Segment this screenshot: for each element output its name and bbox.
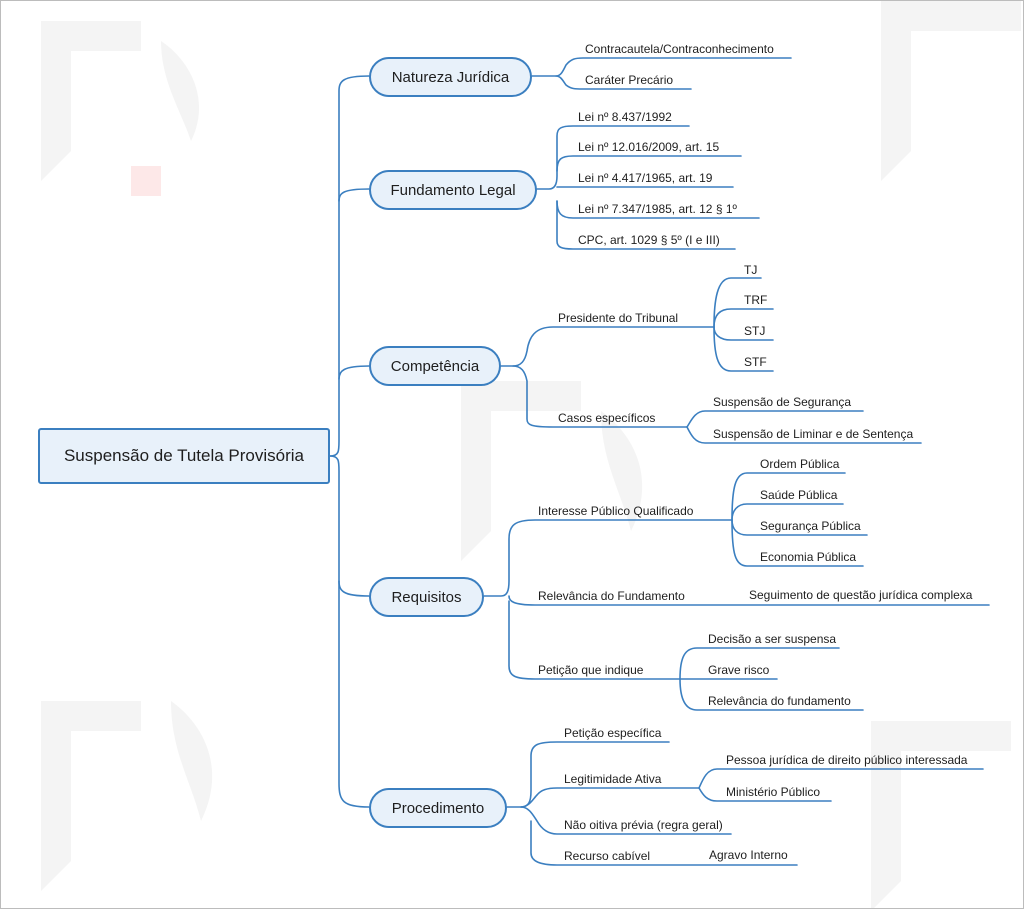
link-pres-stf xyxy=(713,326,774,372)
leaf-suspensao-seguranca[interactable]: Suspensão de Segurança xyxy=(713,395,852,409)
link-req-peticao xyxy=(508,600,681,680)
leaf-questao-complexa[interactable]: Seguimento de questão jurídica complexa xyxy=(749,588,973,602)
leaf-ministerio-publico[interactable]: Ministério Público xyxy=(726,785,821,799)
leaf-ordem-publica[interactable]: Ordem Pública xyxy=(760,457,840,471)
link-pet-decisao xyxy=(679,647,840,680)
leaf-saude-publica[interactable]: Saúde Pública xyxy=(760,488,838,502)
link-legit-mp xyxy=(698,787,832,802)
sub-peticao-especifica[interactable]: Petição específica xyxy=(564,726,662,740)
watermark-logo xyxy=(41,21,200,181)
leaf-grave-risco[interactable]: Grave risco xyxy=(708,663,770,677)
watermark-logo xyxy=(871,721,1011,908)
leaf-lei-8437[interactable]: Lei nº 8.437/1992 xyxy=(578,110,672,124)
sub-relevancia-fundamento[interactable]: Relevância do Fundamento xyxy=(538,589,685,603)
link-int-economia xyxy=(731,519,864,567)
link-int-saude xyxy=(731,503,844,521)
link-root-natureza xyxy=(329,75,370,457)
leaf-stj[interactable]: STJ xyxy=(744,324,766,338)
link-casos-ss xyxy=(686,410,864,428)
watermark-accent xyxy=(131,166,161,196)
watermark-logo xyxy=(881,1,1021,181)
branch-competencia[interactable]: Competência xyxy=(369,346,501,386)
leaf-carater-precario[interactable]: Caráter Precário xyxy=(585,73,674,87)
sub-casos-especificos[interactable]: Casos específicos xyxy=(558,411,656,425)
sub-peticao-indique[interactable]: Petição que indique xyxy=(538,663,644,677)
sub-recurso-cabivel[interactable]: Recurso cabível xyxy=(564,849,651,863)
branch-fundamento-legal[interactable]: Fundamento Legal xyxy=(369,170,537,210)
leaf-seguranca-publica[interactable]: Segurança Pública xyxy=(760,519,861,533)
leaf-economia-publica[interactable]: Economia Pública xyxy=(760,550,857,564)
link-casos-sl xyxy=(686,426,922,444)
branch-label: Procedimento xyxy=(391,799,485,817)
link-fund-5 xyxy=(556,200,736,250)
leaf-suspensao-liminar[interactable]: Suspensão de Liminar e de Sentença xyxy=(713,427,914,441)
link-proc-legit xyxy=(520,787,700,808)
branch-requisitos[interactable]: Requisitos xyxy=(369,577,484,617)
sub-legitimidade-ativa[interactable]: Legitimidade Ativa xyxy=(564,772,662,786)
branch-label: Fundamento Legal xyxy=(390,181,516,199)
sub-presidente-tribunal[interactable]: Presidente do Tribunal xyxy=(558,311,679,325)
root-node[interactable]: Suspensão de Tutela Provisória xyxy=(38,428,330,484)
link-proc-naooitiva xyxy=(520,806,732,835)
link-comp-casos xyxy=(512,365,688,428)
sub-interesse-publico[interactable]: Interesse Público Qualificado xyxy=(538,504,694,518)
branch-label: Natureza Jurídica xyxy=(391,68,510,86)
link-natureza-2 xyxy=(555,75,692,90)
sub-nao-oitiva[interactable]: Não oitiva prévia (regra geral) xyxy=(564,818,723,832)
watermark-logo xyxy=(41,701,213,891)
leaf-pessoa-juridica[interactable]: Pessoa jurídica de direito público inter… xyxy=(726,753,968,767)
leaf-lei-12016[interactable]: Lei nº 12.016/2009, art. 15 xyxy=(578,140,720,154)
link-int-ordem xyxy=(731,472,846,521)
leaf-stf[interactable]: STF xyxy=(744,355,767,369)
link-natureza-1 xyxy=(531,57,792,77)
branch-natureza-juridica[interactable]: Natureza Jurídica xyxy=(369,57,532,97)
link-proc-recurso xyxy=(530,820,798,866)
branch-label: Competência xyxy=(390,357,480,375)
watermark-logo xyxy=(461,381,643,561)
leaf-lei-7347[interactable]: Lei nº 7.347/1985, art. 12 § 1º xyxy=(578,202,737,216)
branch-label: Requisitos xyxy=(391,588,462,606)
link-root-fundamento xyxy=(338,188,370,202)
link-legit-pessoa xyxy=(698,768,984,789)
leaf-relevancia-fundamento[interactable]: Relevância do fundamento xyxy=(708,694,851,708)
link-req-interesse xyxy=(483,519,733,597)
link-pres-tj xyxy=(713,277,762,328)
root-label: Suspensão de Tutela Provisória xyxy=(63,446,305,465)
leaf-cpc-1029[interactable]: CPC, art. 1029 § 5º (I e III) xyxy=(578,233,720,247)
link-root-competencia xyxy=(338,365,370,380)
link-root-requisitos-b xyxy=(338,580,370,597)
link-pres-trf xyxy=(713,308,774,328)
leaf-trf[interactable]: TRF xyxy=(744,293,768,307)
leaf-contracautela[interactable]: Contracautela/Contraconhecimento xyxy=(585,42,774,56)
link-root-requisitos xyxy=(329,455,370,808)
leaf-tj[interactable]: TJ xyxy=(744,263,758,277)
leaf-agravo-interno[interactable]: Agravo Interno xyxy=(709,848,788,862)
link-fund-2 xyxy=(556,155,742,172)
link-req-relevancia xyxy=(508,595,990,606)
link-comp-pres xyxy=(500,326,715,367)
branch-procedimento[interactable]: Procedimento xyxy=(369,788,507,828)
link-pet-relev xyxy=(679,678,864,711)
leaf-lei-4417[interactable]: Lei nº 4.417/1965, art. 19 xyxy=(578,171,713,185)
link-fund-1 xyxy=(536,125,690,190)
leaf-decisao-suspensa[interactable]: Decisão a ser suspensa xyxy=(708,632,837,646)
